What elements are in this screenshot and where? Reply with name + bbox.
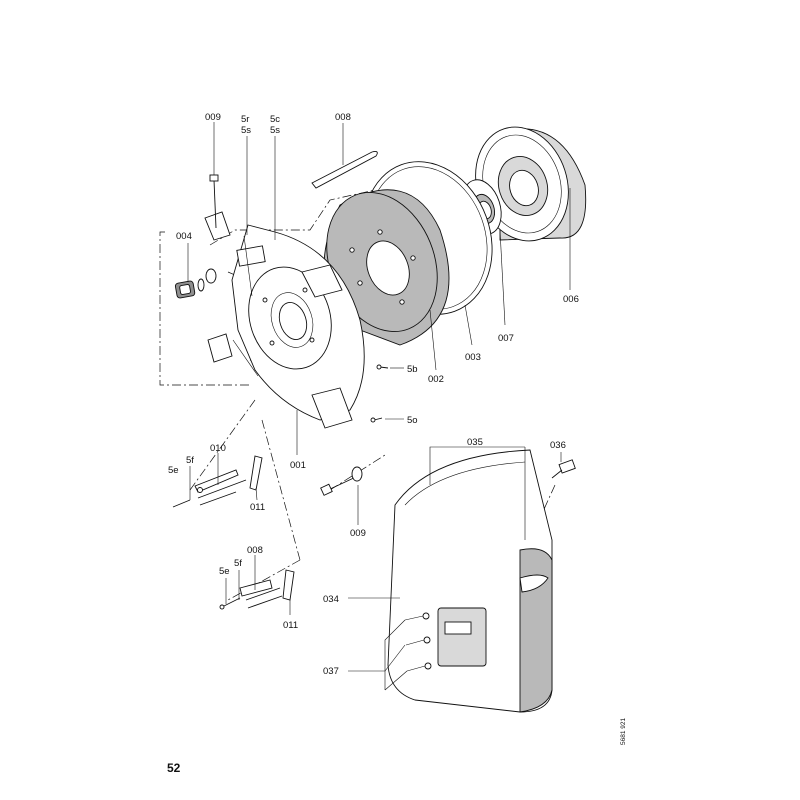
callout-035: 035 xyxy=(467,437,483,448)
callout-5f-lower: 5f xyxy=(234,558,242,569)
callout-5s-right: 5s xyxy=(270,125,280,136)
callout-004: 004 xyxy=(176,231,192,242)
callout-006: 006 xyxy=(563,294,579,305)
callout-011-upper: 011 xyxy=(250,502,265,513)
callout-037: 037 xyxy=(323,666,339,677)
screws-5b-5o xyxy=(370,364,389,423)
callout-011-lower: 011 xyxy=(283,620,298,631)
callout-5r: 5r xyxy=(241,114,249,125)
callout-labels: 009 5r 5s 5c 5s 008 004 006 007 003 002 … xyxy=(168,112,579,677)
part-009-screw-bottom xyxy=(320,466,363,496)
callout-008-bottom: 008 xyxy=(247,545,263,556)
callout-003: 003 xyxy=(465,352,481,363)
part-008-cord xyxy=(311,151,378,189)
callout-5b: 5b xyxy=(407,364,418,375)
callout-002: 002 xyxy=(428,374,444,385)
callout-5f-upper: 5f xyxy=(186,455,194,466)
callout-007: 007 xyxy=(498,333,514,344)
callout-010: 010 xyxy=(210,443,226,454)
callout-5c: 5c xyxy=(270,114,280,125)
document-code: 5681 921 xyxy=(620,718,627,745)
part-036-fitting xyxy=(551,459,576,479)
callout-5e-lower: 5e xyxy=(219,566,230,577)
part-010-ignition-set xyxy=(172,455,263,508)
page-number: 52 xyxy=(167,761,181,775)
callout-5e-upper: 5e xyxy=(168,465,179,476)
callout-009-bottom: 009 xyxy=(350,528,366,539)
part-001-burner-plate xyxy=(204,211,365,429)
part-008-flame-sensor-set xyxy=(219,569,295,610)
callout-5s-left: 5s xyxy=(241,125,251,136)
part-004-sight-glass xyxy=(174,268,217,299)
leader-lines xyxy=(187,122,571,691)
part-034-hood xyxy=(387,449,553,713)
callout-009-top: 009 xyxy=(205,112,221,123)
callout-036: 036 xyxy=(550,440,566,451)
callout-001: 001 xyxy=(290,460,306,471)
callout-5o: 5o xyxy=(407,415,418,426)
callout-008-top: 008 xyxy=(335,112,351,123)
callout-034: 034 xyxy=(323,594,339,605)
